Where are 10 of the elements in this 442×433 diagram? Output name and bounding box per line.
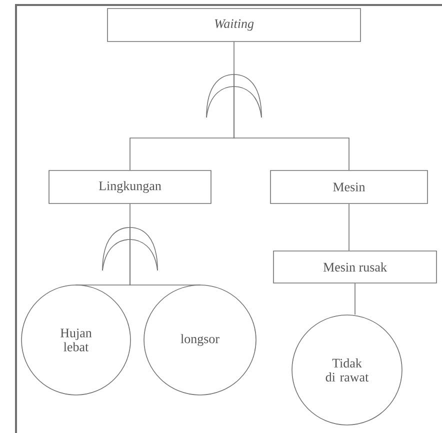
or-gate <box>206 74 262 118</box>
event-box: Lingkungan <box>48 170 212 204</box>
event-box: Mesin <box>270 170 428 204</box>
event-box: Waiting <box>107 8 361 42</box>
connector-line <box>348 204 350 251</box>
connector-line <box>130 226 200 286</box>
connector-line <box>354 283 356 315</box>
event-box: Mesin rusak <box>273 250 437 284</box>
or-gate <box>102 227 158 271</box>
connector-line <box>234 74 350 170</box>
